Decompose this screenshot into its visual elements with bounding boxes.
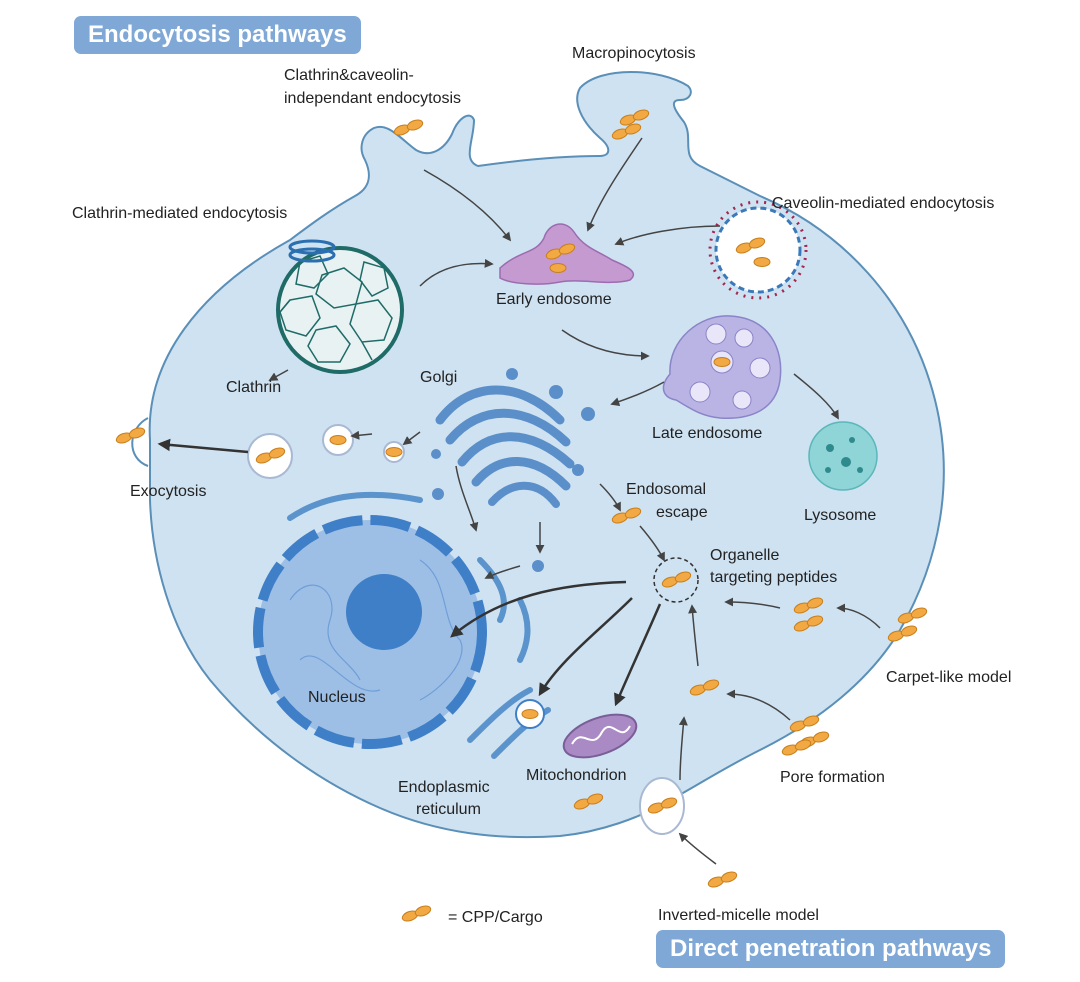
label-independent-2: independant endocytosis: [284, 90, 461, 107]
label-organelle-2: targeting peptides: [710, 569, 837, 586]
endocytosis-header: Endocytosis pathways: [74, 16, 361, 54]
label-lysosome: Lysosome: [804, 507, 876, 524]
caveolin-vesicle: [708, 200, 808, 300]
label-late-endosome: Late endosome: [652, 425, 762, 442]
label-clathrin-mediated: Clathrin-mediated endocytosis: [72, 205, 287, 222]
label-organelle-1: Organelle: [710, 547, 779, 564]
label-endoplasmic-1: Endoplasmic: [398, 779, 490, 796]
exocytosis-vesicles: [114, 424, 405, 479]
label-nucleus: Nucleus: [308, 689, 366, 706]
label-pore-formation: Pore formation: [780, 769, 885, 786]
label-endoplasmic-2: reticulum: [416, 801, 481, 818]
lysosome: [808, 421, 878, 491]
label-macropinocytosis: Macropinocytosis: [572, 45, 696, 62]
golgi: [435, 385, 575, 508]
label-carpet-like: Carpet-like model: [886, 669, 1011, 686]
label-early-endosome: Early endosome: [496, 291, 612, 308]
label-inverted-micelle: Inverted-micelle model: [658, 907, 819, 924]
exocytosis-pocket: [131, 417, 149, 467]
pathway-arrows: [268, 137, 881, 865]
independent-cargo: [392, 117, 425, 138]
label-mitochondrion: Mitochondrion: [526, 767, 627, 784]
label-endosomal-escape-1: Endosomal: [626, 481, 706, 498]
label-exocytosis: Exocytosis: [130, 483, 206, 500]
late-endosome: [662, 315, 782, 419]
organelle-targeting-circle: [653, 557, 699, 603]
direct-penetration-header: Direct penetration pathways: [656, 930, 1006, 968]
diagram-labels: Clathrin&caveolin- independant endocytos…: [72, 45, 1011, 926]
label-independent-1: Clathrin&caveolin-: [284, 67, 414, 84]
nucleus: [253, 515, 487, 749]
legend-label: = CPP/Cargo: [448, 909, 543, 926]
label-caveolin-mediated: Caveolin-mediated endocytosis: [772, 195, 994, 212]
label-clathrin: Clathrin: [226, 379, 281, 396]
label-endosomal-escape-2: escape: [656, 504, 708, 521]
clathrin-cage: [276, 239, 404, 374]
inverted-micelle: [639, 777, 739, 890]
legend-cargo-icon: [400, 903, 433, 924]
early-endosome: [499, 223, 635, 285]
golgi-vesicles: [431, 368, 595, 572]
label-golgi: Golgi: [420, 369, 457, 386]
major-arrows: [157, 438, 662, 707]
er-vesicle: [515, 699, 545, 729]
mitochondrion: [562, 713, 638, 759]
